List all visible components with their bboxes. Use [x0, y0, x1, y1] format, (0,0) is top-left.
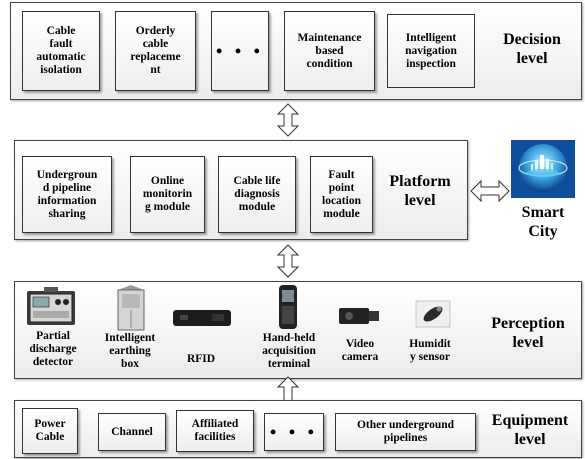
decision-box-ellipsis: • • • [211, 11, 269, 91]
perception-level-panel [14, 281, 582, 379]
platform-box-underground-pipeline-sharing: Undergroun d pipeline information sharin… [22, 156, 112, 233]
equipment-box-channel: Channel [98, 413, 166, 451]
platform-level-label: Platform level [389, 173, 451, 209]
partial-discharge-detector-icon [27, 287, 75, 325]
perception-level-label: Perception level [491, 315, 565, 351]
equipment-level-label: Equipment level [491, 412, 569, 448]
double-arrow-vertical-icon [276, 244, 300, 278]
platform-box-cable-life-diagnosis-module: Cable life diagnosis module [218, 156, 296, 233]
decision-box-maintenance-based-condition: Maintenance based condition [284, 11, 375, 91]
equipment-box-power-cable: Power Cable [22, 408, 78, 454]
platform-box-fault-point-location-module: Fault point location module [310, 156, 373, 233]
up-arrow-icon [276, 376, 300, 402]
smart-city-label: Smart City [521, 204, 565, 240]
double-arrow-horizontal-icon [470, 179, 510, 203]
decision-box-orderly-cable-replacement: Orderly cable replaceme nt [115, 11, 196, 91]
perception-label-handheld-acquisition-terminal: Hand-held acquisition terminal [262, 332, 316, 370]
perception-label-intelligent-earthing-box: Intelligent earthing box [104, 332, 156, 370]
equipment-box-ellipsis: • • • [264, 413, 324, 451]
humidity-sensor-icon [415, 300, 451, 328]
perception-label-humidity-sensor: Humidit y sensor [409, 338, 451, 363]
equipment-box-affiliated-facilities: Affiliated facilities [176, 410, 254, 452]
smart-city-globe-icon [511, 140, 575, 198]
double-arrow-vertical-icon [276, 103, 300, 137]
platform-box-online-monitoring-module: Online monitorin g module [130, 156, 205, 233]
handheld-terminal-icon [279, 285, 297, 329]
perception-label-partial-discharge-detector: Partial discharge detector [29, 330, 77, 368]
decision-level-label: Decision level [503, 31, 561, 67]
perception-label-rfid: RFID [186, 353, 216, 365]
rfid-reader-icon [173, 310, 231, 326]
video-camera-icon [339, 308, 379, 324]
decision-box-intelligent-navigation-inspection: Intelligent navigation inspection [387, 14, 475, 88]
earthing-box-icon [117, 285, 145, 331]
perception-label-video-camera: Video camera [341, 338, 379, 363]
equipment-box-other-underground-pipelines: Other underground pipelines [335, 413, 476, 451]
decision-box-cable-fault-isolation: Cable fault automatic isolation [22, 11, 100, 91]
